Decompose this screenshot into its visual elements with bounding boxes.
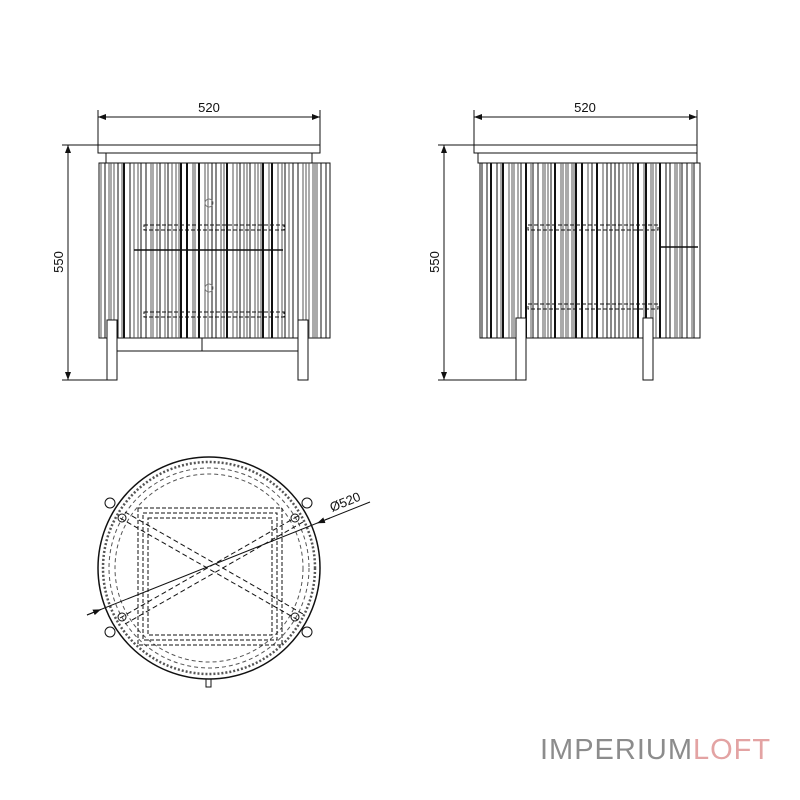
foot-circle [301,626,313,638]
foot-circle [104,626,116,638]
hidden-ring [108,467,310,669]
leg-circle [117,513,127,523]
foot-tab [205,678,212,688]
carcass-hidden [142,512,278,641]
stretcher-hidden [119,515,299,619]
cabinet-body [98,162,331,339]
drawer-bottom-hidden [143,224,285,231]
height-dimension-label: 550 [427,251,442,273]
carcass-hidden [137,507,283,646]
stretcher-hidden [124,511,304,615]
top-apron [105,152,313,164]
height-dimension-label: 550 [51,251,66,273]
foot-circle [301,497,313,509]
stretcher-hidden [119,517,299,621]
logo-part2: LOFT [693,734,772,766]
hidden-ring [114,473,304,663]
drawer-knob [204,283,214,293]
drawer-bottom-hidden [143,311,285,318]
cabinet-body [479,162,701,339]
leg-circle [290,513,300,523]
top-outline [97,456,321,680]
drawer-bottom-hidden [527,303,659,310]
width-dimension-label: 520 [198,100,220,115]
top-apron [477,152,698,164]
slats [481,163,695,338]
diameter-label: Ø520 [328,489,363,515]
foot-circle [104,497,116,509]
slat-ring [101,460,317,676]
drawer-bottom-hidden [527,224,659,231]
leg-left [515,317,527,381]
leg-right [297,319,309,381]
logo-part1: IMPERIUM [540,734,693,766]
leg-circle [290,612,300,622]
drawer-knob [204,198,214,208]
diameter-arrow [316,517,331,524]
stretcher-hidden [124,521,304,625]
tabletop [473,144,698,154]
tabletop [97,144,321,154]
front-view: 520 550 [51,100,331,381]
brand-logo: IMPERIUMLOFT [540,734,771,767]
leg-left [106,319,118,381]
top-view: Ø520 [86,456,371,688]
side-view: 520 550 [427,100,701,381]
leg-circle [117,612,127,622]
legs [104,497,313,688]
width-dimension-label: 520 [574,100,596,115]
diameter-arrow [86,608,102,616]
carcass-hidden [147,517,273,636]
leg-right [642,317,654,381]
